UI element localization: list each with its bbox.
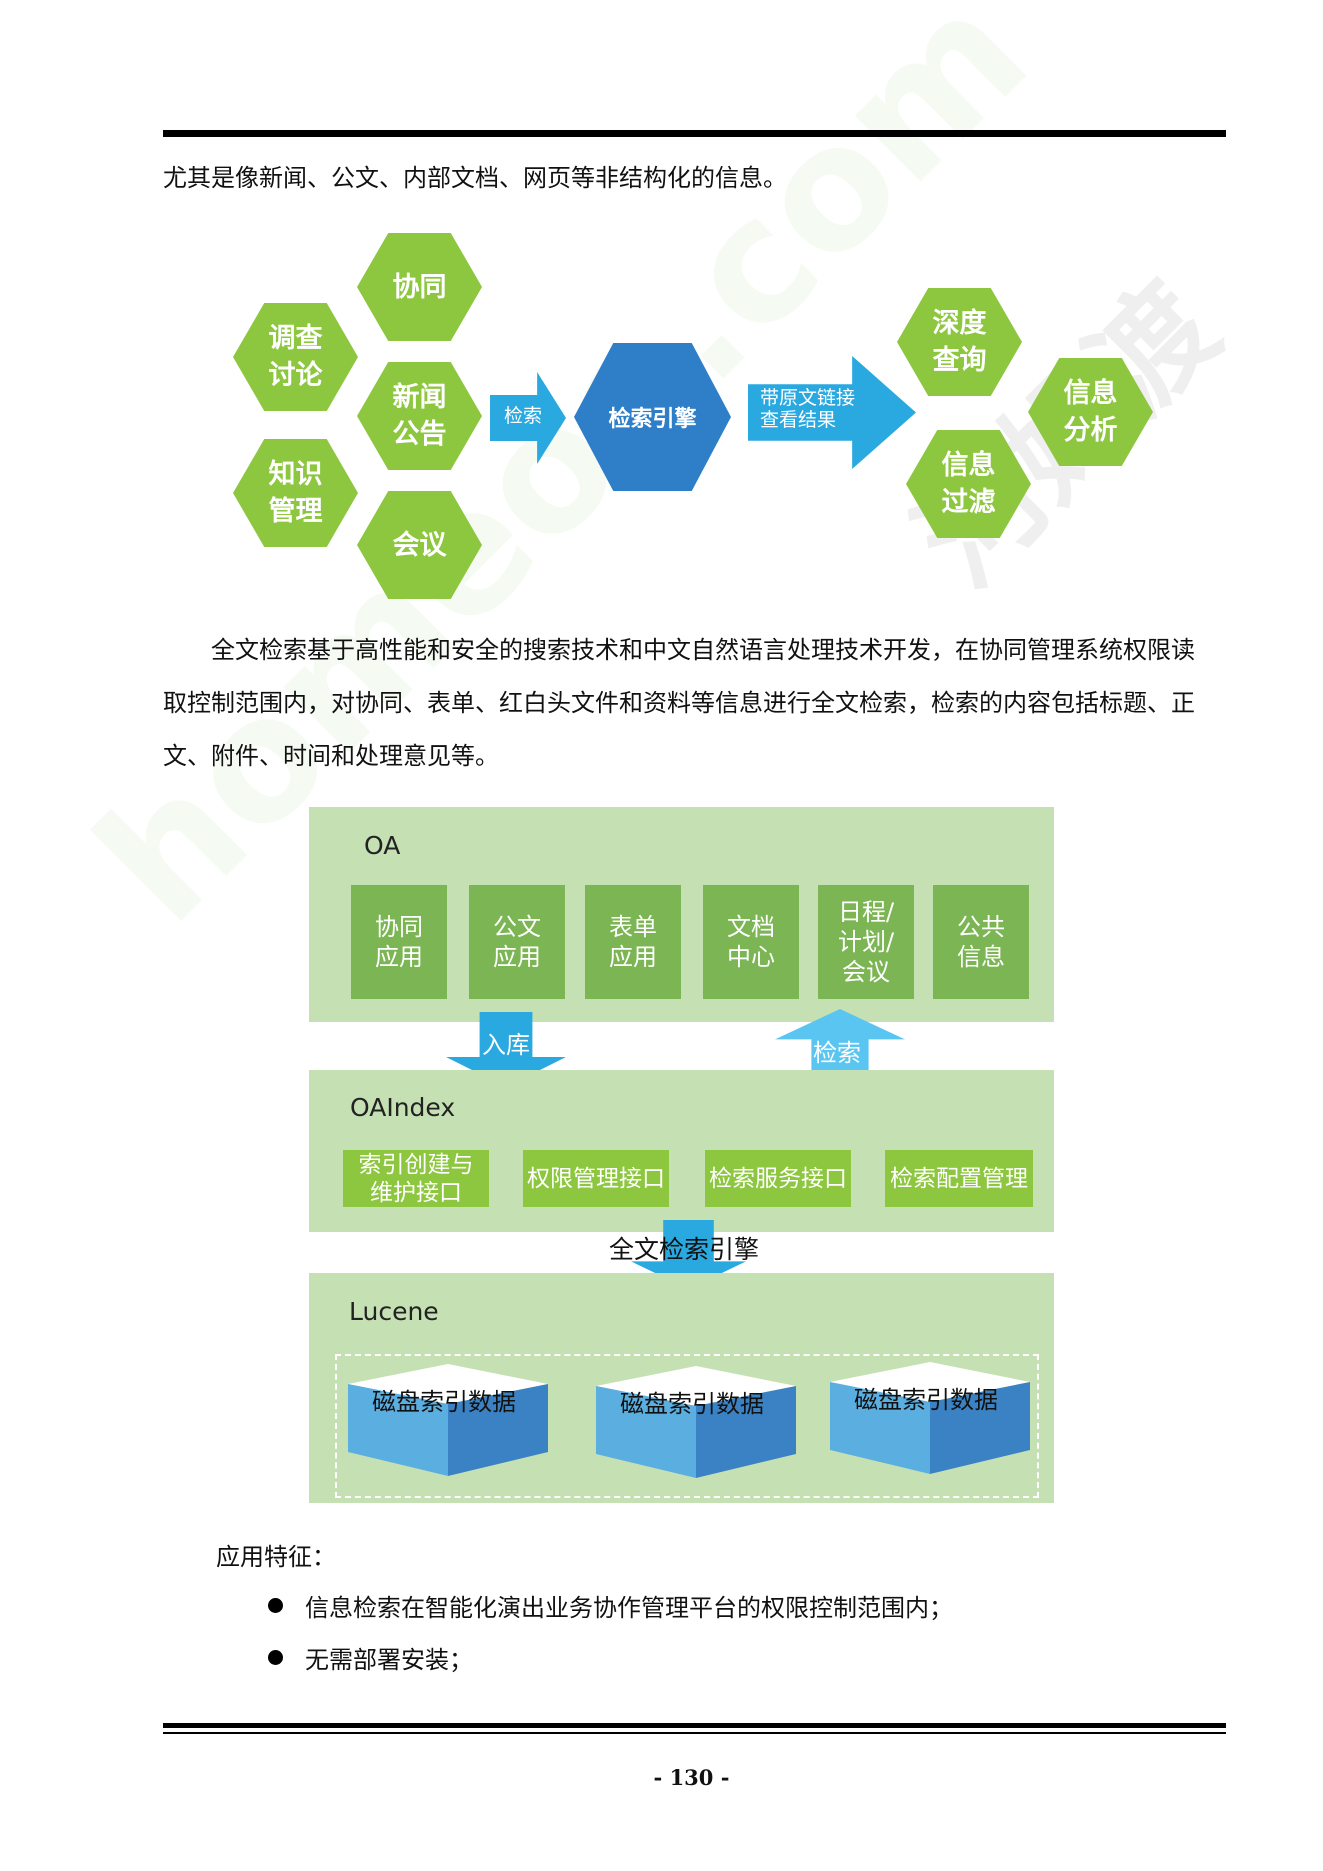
- oa-title: OA: [364, 831, 401, 860]
- footer-rule-thin: [163, 1732, 1226, 1734]
- footer-rule-thick: [163, 1723, 1226, 1728]
- disk-index-1: [348, 1364, 548, 1476]
- hex-source-5: 会议: [357, 491, 482, 599]
- page-number: - 130 -: [653, 1765, 730, 1790]
- feature-item-1: 信息检索在智能化演出业务协作管理平台的权限控制范围内；: [305, 1594, 953, 1622]
- engine-label: 全文检索引擎: [609, 1235, 760, 1264]
- intro-line: 尤其是像新闻、公文、内部文档、网页等非结构化的信息。: [163, 164, 787, 192]
- header-rule: [163, 130, 1226, 137]
- oa-module-public-info: 公共 信息: [933, 885, 1029, 999]
- disk-index-3: [830, 1362, 1030, 1474]
- hex-output-3: 信息 分析: [1028, 358, 1153, 466]
- hex-source-3: 新闻 公告: [357, 362, 482, 470]
- disk-index-1-label: 磁盘索引数据: [372, 1388, 516, 1416]
- arrow-store-label: 入库: [482, 1031, 530, 1059]
- features-title: 应用特征：: [216, 1543, 336, 1571]
- disk-index-2: [596, 1366, 796, 1478]
- disk-index-3-label: 磁盘索引数据: [854, 1386, 998, 1414]
- oaindex-title: OAIndex: [350, 1093, 456, 1122]
- disk-index-2-label: 磁盘索引数据: [620, 1390, 764, 1418]
- feature-item-2: 无需部署安装；: [305, 1646, 473, 1674]
- oaindex-iface-permission: 权限管理接口: [523, 1150, 669, 1207]
- arrow-search-up-label: 检索: [813, 1039, 861, 1067]
- bullet-icon: [268, 1650, 283, 1665]
- hex-source-4: 知识 管理: [233, 439, 358, 547]
- oa-module-collab: 协同 应用: [351, 885, 447, 999]
- oaindex-iface-search-service: 检索服务接口: [705, 1150, 851, 1207]
- oaindex-iface-search-config: 检索配置管理: [885, 1150, 1033, 1207]
- lucene-dashed-box: [335, 1354, 1039, 1498]
- oaindex-iface-create: 索引创建与 维护接口: [343, 1150, 489, 1207]
- oa-module-schedule: 日程/ 计划/ 会议: [818, 885, 914, 999]
- bullet-icon: [268, 1598, 283, 1613]
- arrow-search-label: 检索: [504, 405, 543, 427]
- hex-source-2: 协同: [357, 233, 482, 341]
- arrow-results-label: 带原文链接 查看结果: [760, 387, 856, 431]
- hex-search-engine: 检索引擎: [574, 343, 731, 491]
- lucene-title: Lucene: [349, 1297, 439, 1326]
- body-paragraph: 全文检索基于高性能和安全的搜索技术和中文自然语言处理技术开发，在协同管理系统权限…: [163, 636, 1195, 770]
- hex-source-1: 调查 讨论: [233, 303, 358, 411]
- oa-module-forms: 表单 应用: [585, 885, 681, 999]
- oa-module-docs: 公文 应用: [469, 885, 565, 999]
- oa-module-doc-center: 文档 中心: [703, 885, 799, 999]
